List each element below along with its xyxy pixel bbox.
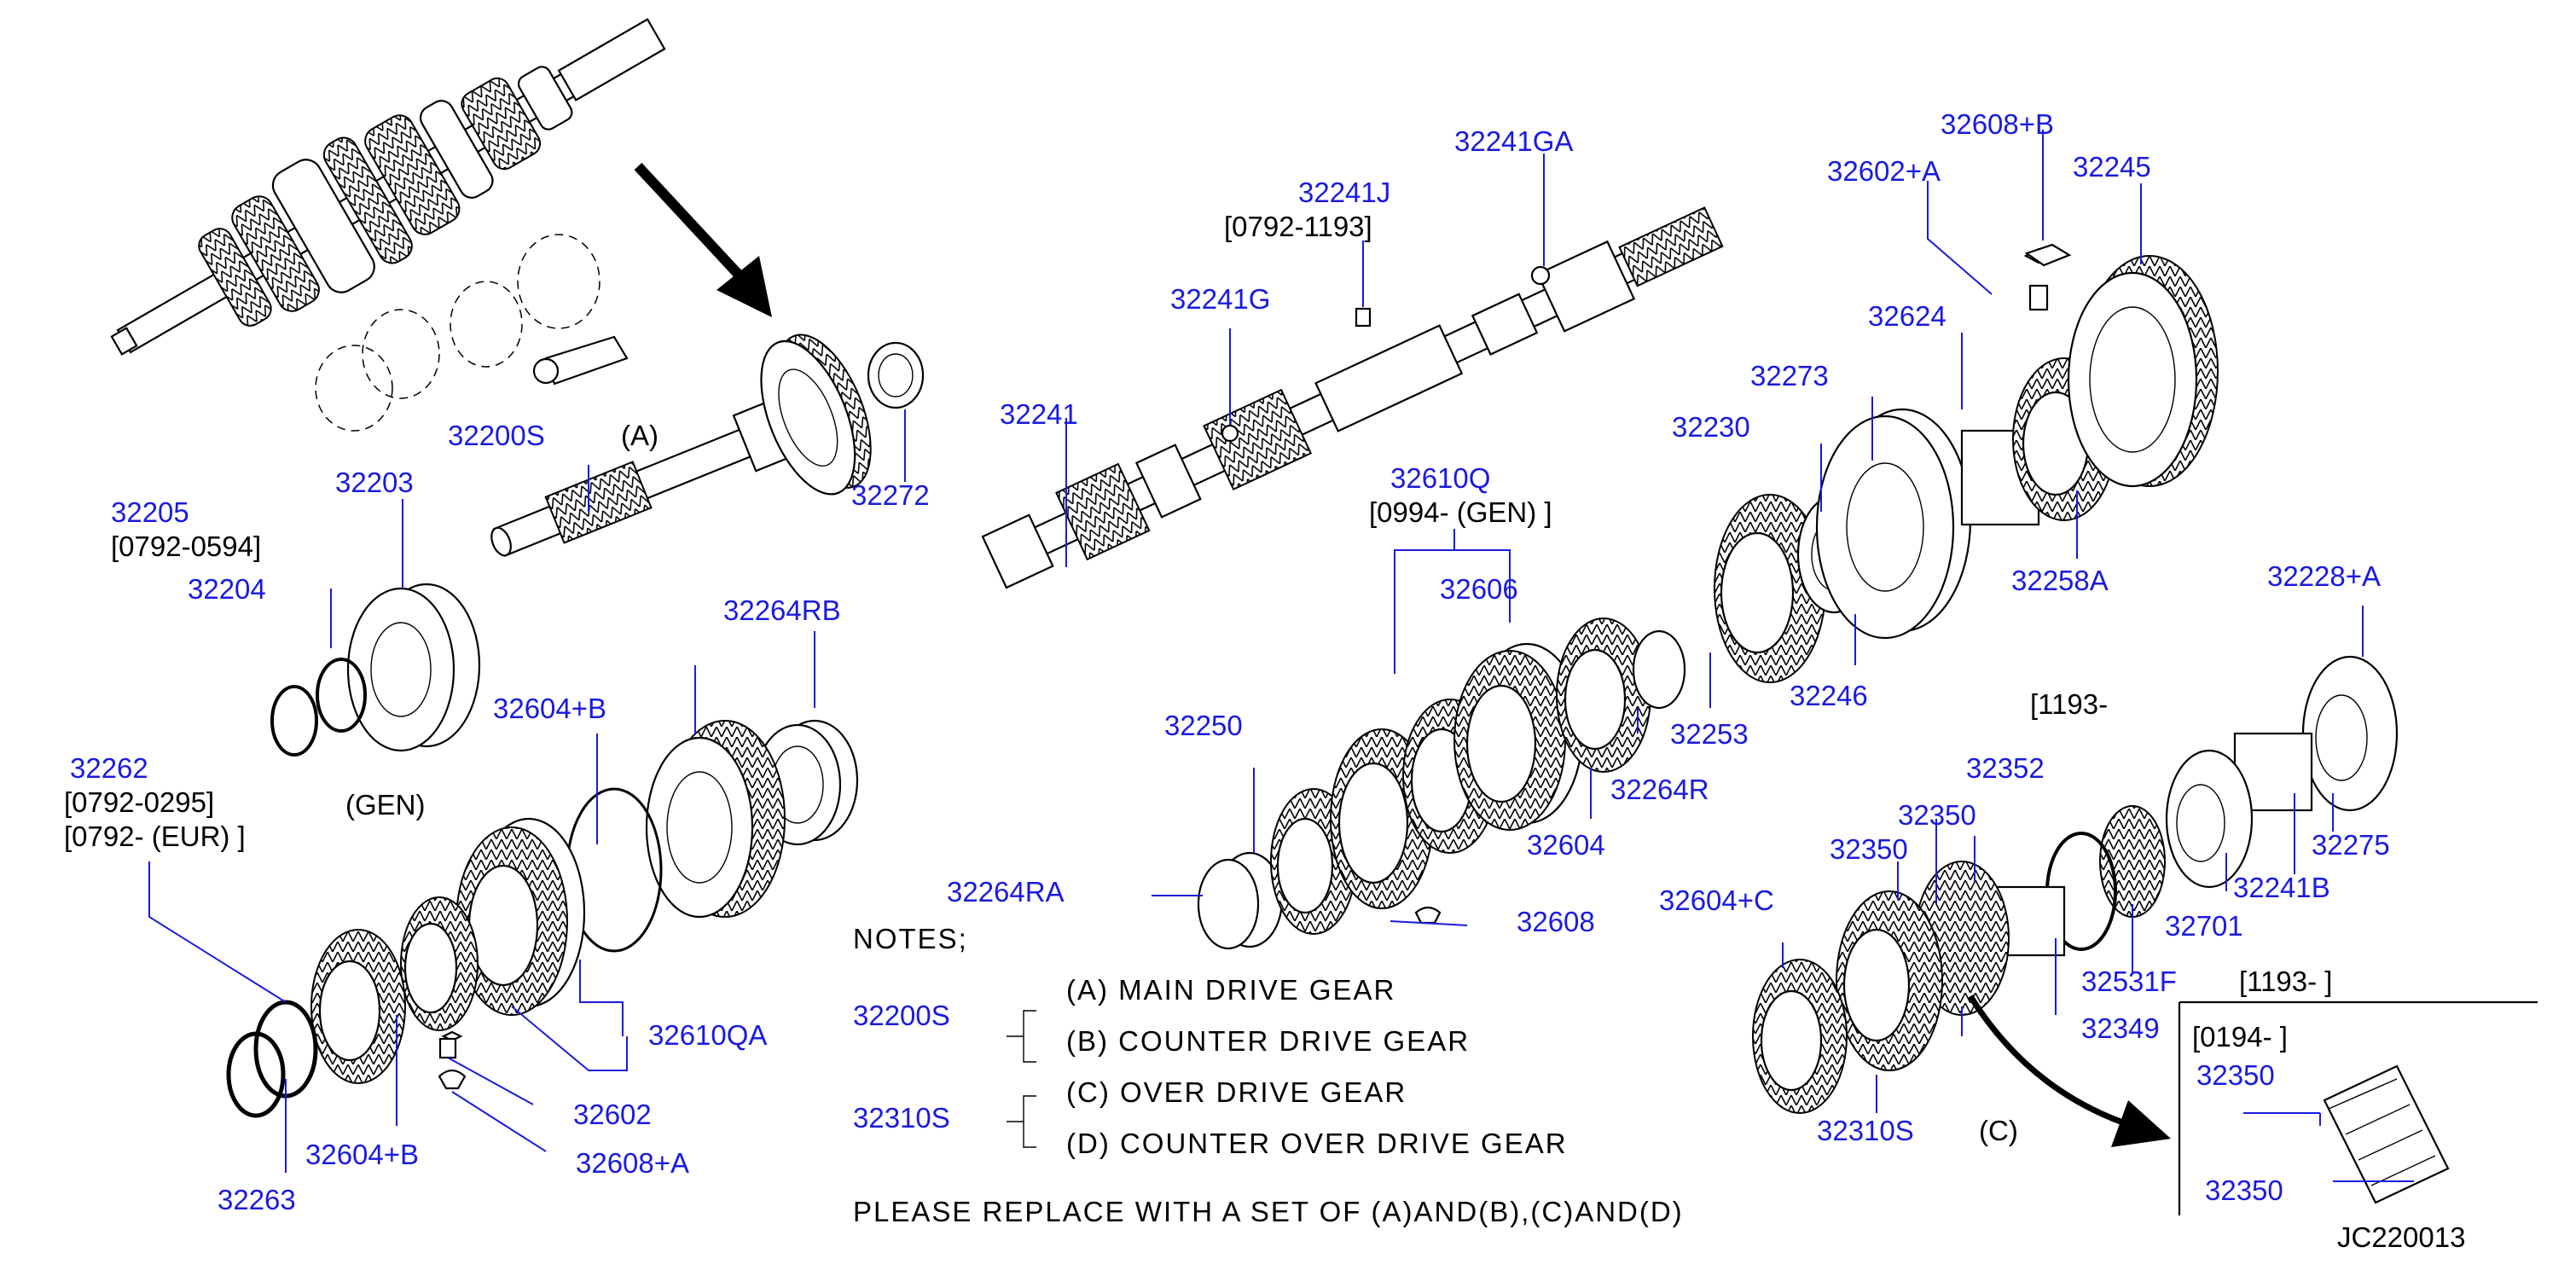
label-32531f: 32531F	[2081, 966, 2177, 997]
label-32203: 32203	[335, 467, 414, 498]
callout-c: (C)	[1979, 1115, 2018, 1146]
label-32349: 32349	[2081, 1012, 2160, 1044]
label-32262-range2: [0792- (EUR) ]	[64, 821, 246, 852]
label-32200s: 32200S	[448, 420, 545, 451]
leader-lines	[148, 130, 2414, 1182]
label-32610qa: 32610QA	[648, 1019, 767, 1051]
insert-box	[2178, 1000, 2538, 1215]
label-32262: 32262	[70, 752, 148, 784]
direction-arrow-c	[1968, 995, 2171, 1147]
main-shaft-assembly-drawing	[110, 18, 666, 356]
label-32602a: 32602+A	[1827, 155, 1941, 187]
label-32604: 32604	[1527, 829, 1605, 861]
label-32352: 32352	[1966, 752, 2045, 784]
left-gear-cluster-drawing	[226, 719, 859, 1118]
label-range-0194: [0194- ]	[2192, 1021, 2288, 1053]
main-drive-gear-drawing	[490, 333, 872, 558]
notes-heading: NOTES;	[853, 923, 968, 954]
label-32250: 32250	[1164, 710, 1243, 741]
notes-set1-a: (A) MAIN DRIVE GEAR	[1066, 974, 1395, 1006]
direction-arrow-a	[634, 162, 772, 317]
right-upper-cluster-drawing	[1714, 243, 2219, 683]
label-32245: 32245	[2073, 151, 2151, 183]
label-32350-c: 32350	[2196, 1059, 2275, 1091]
snap-rings-drawing	[270, 658, 367, 757]
notes-replace: PLEASE REPLACE WITH A SET OF (A)AND(B),(…	[853, 1196, 1684, 1227]
label-32241j: 32241J	[1298, 177, 1390, 208]
diagram-code: JC220013	[2337, 1221, 2465, 1253]
label-32272: 32272	[851, 479, 930, 511]
label-32241: 32241	[1000, 398, 1078, 430]
label-32205: 32205	[111, 496, 189, 528]
label-32263: 32263	[218, 1184, 296, 1215]
label-32604c: 32604+C	[1659, 884, 1774, 916]
label-32350-b: 32350	[1830, 833, 1908, 865]
notes-block: NOTES; 32200S (A) MAIN DRIVE GEAR (B) CO…	[853, 923, 1684, 1227]
label-32264rb: 32264RB	[723, 594, 841, 626]
label-32275: 32275	[2312, 829, 2390, 861]
label-32241g: 32241G	[1170, 283, 1270, 315]
label-32604b-top: 32604+B	[493, 693, 606, 724]
label-32228a: 32228+A	[2267, 560, 2381, 592]
label-32310s: 32310S	[1817, 1115, 1914, 1146]
label-32241j-range: [0792-1193]	[1224, 211, 1372, 242]
label-range-1193: [1193-	[2030, 688, 2108, 720]
label-32253: 32253	[1670, 718, 1749, 750]
label-32273: 32273	[1750, 360, 1829, 391]
label-32610q: 32610Q	[1390, 462, 1490, 494]
label-32608: 32608	[1517, 906, 1595, 937]
label-32264ra: 32264RA	[947, 876, 1065, 908]
label-32608a: 32608+A	[576, 1147, 689, 1179]
needle-bearing-32272-drawing	[867, 341, 925, 409]
label-32262-range1: [0792-0295]	[64, 786, 214, 818]
ghost-parts-drawing	[315, 234, 629, 432]
notes-set2-part: 32310S	[853, 1102, 950, 1134]
part-labels: 32205 [0792-0594] 32203 32200S (A) 32204…	[64, 108, 2465, 1253]
label-32258a: 32258A	[2011, 565, 2109, 596]
label-32230: 32230	[1672, 411, 1750, 443]
label-32624: 32624	[1868, 300, 1947, 332]
center-gear-cluster-drawing	[1197, 618, 1686, 950]
label-32350-a: 32350	[1898, 799, 1976, 831]
label-range-1193-box: [1193- ]	[2239, 966, 2332, 997]
bearing-32203-drawing	[346, 583, 481, 752]
right-lower-cluster-drawing	[1752, 655, 2399, 1114]
label-32204: 32204	[188, 573, 266, 605]
label-32350-d: 32350	[2205, 1174, 2283, 1206]
notes-set1-part: 32200S	[853, 1000, 950, 1031]
callout-gen: (GEN)	[345, 789, 426, 821]
label-32606: 32606	[1440, 573, 1518, 605]
callout-a: (A)	[621, 420, 659, 451]
label-32241b: 32241B	[2233, 872, 2330, 903]
label-32205-range: [0792-0594]	[111, 531, 261, 562]
label-32608b: 32608+B	[1941, 108, 2054, 140]
notes-set2-c: (C) OVER DRIVE GEAR	[1066, 1076, 1407, 1108]
label-32604b-bottom: 32604+B	[305, 1139, 419, 1170]
label-32602: 32602	[573, 1099, 652, 1130]
notes-set2-d: (D) COUNTER OVER DRIVE GEAR	[1066, 1128, 1568, 1159]
label-32701: 32701	[2165, 910, 2243, 942]
notes-set1-b: (B) COUNTER DRIVE GEAR	[1066, 1025, 1470, 1057]
label-32264r: 32264R	[1610, 774, 1709, 805]
label-32246: 32246	[1790, 680, 1868, 711]
countershaft-drawing	[981, 206, 1724, 589]
label-32610q-range: [0994- (GEN) ]	[1369, 496, 1552, 528]
label-32241ga: 32241GA	[1454, 125, 1573, 157]
balls-and-keys-drawing	[1221, 265, 1551, 443]
